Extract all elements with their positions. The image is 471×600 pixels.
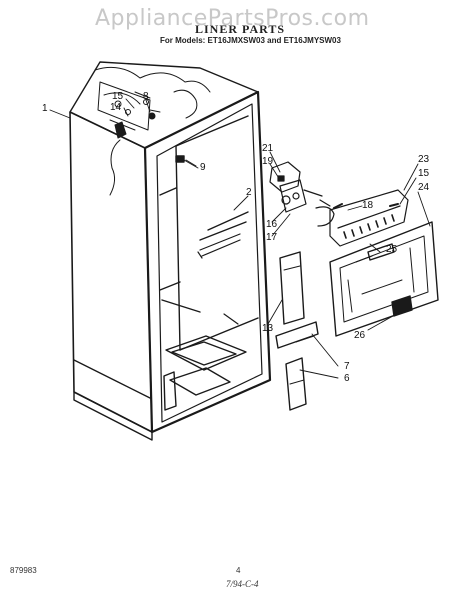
control-housing (269, 161, 335, 227)
callout-15-b: 15 (418, 168, 430, 179)
callout-9: 9 (200, 162, 206, 173)
callout-2: 2 (246, 187, 252, 198)
callout-15: 15 (112, 91, 124, 102)
rear-panel (329, 221, 439, 337)
callout-16: 16 (266, 219, 278, 230)
callout-8: 8 (143, 91, 149, 102)
callout-23: 23 (418, 154, 430, 165)
watermark: AppliancePartsPros.com (95, 6, 370, 31)
model-numbers: For Models: ET16JMXSW03 and ET16JMYSW03 (160, 36, 341, 45)
callout-6: 6 (344, 373, 350, 384)
control-wiring-area (94, 66, 211, 196)
diagram-title: LINER PARTS (195, 22, 286, 36)
page-number: 4 (236, 566, 241, 575)
callout-21: 21 (262, 143, 274, 154)
light-housing (329, 189, 409, 247)
part-13-bracket (279, 251, 305, 325)
part-9-clip (175, 155, 197, 167)
callout-19: 19 (262, 156, 274, 167)
callout-18: 18 (362, 200, 374, 211)
callout-7: 7 (344, 361, 350, 372)
callout-25: 25 (386, 244, 398, 255)
part-6-bracket (285, 357, 307, 411)
part-7-bracket (275, 321, 319, 349)
callout-14: 14 (110, 102, 122, 113)
callout-13: 13 (262, 323, 274, 334)
callout-24: 24 (418, 182, 430, 193)
cabinet-liner (69, 61, 272, 441)
callout-26: 26 (354, 330, 366, 341)
callout-17: 17 (266, 232, 278, 243)
document-code: 879983 (10, 566, 37, 575)
leader-lines (49, 98, 431, 379)
part-2-rail (197, 233, 241, 325)
handwritten-note: 7/94-C-4 (226, 579, 259, 589)
callout-1: 1 (42, 103, 48, 114)
